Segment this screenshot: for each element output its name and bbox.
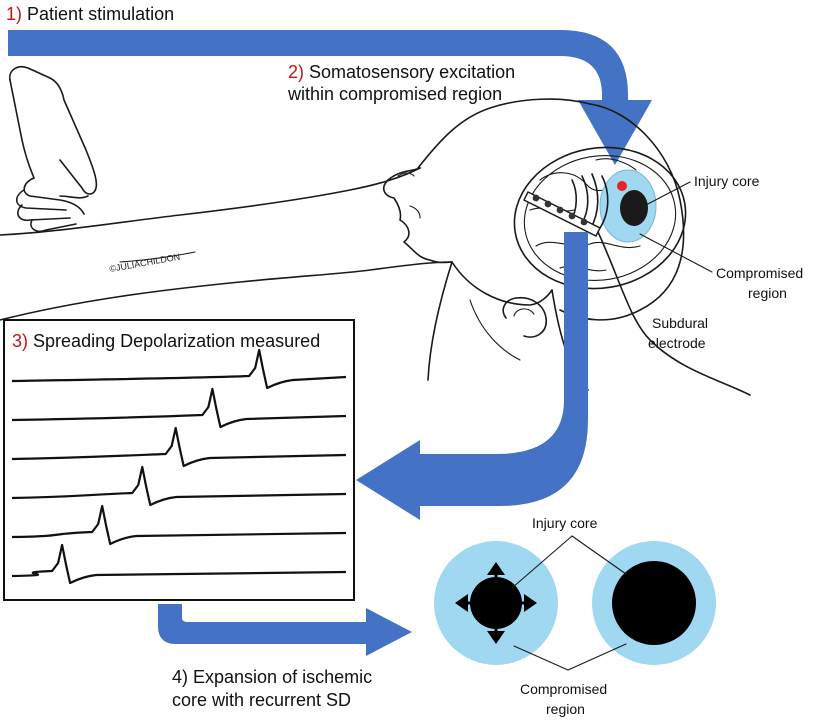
- sd-trace-channel-5: [11, 504, 347, 546]
- step-4-label: 4) Expansion of ischemic: [172, 667, 372, 687]
- sd-recording-traces: [11, 348, 347, 585]
- step-2-label-line2: within compromised region: [287, 84, 502, 104]
- expansion-arrows: [455, 562, 537, 644]
- electrode-strip: [523, 191, 601, 237]
- injury-core-label: Injury core: [694, 173, 760, 189]
- lesion-expanded: [592, 541, 716, 665]
- sd-trace-channel-1: [11, 348, 347, 390]
- compromised-region-label: Compromised: [716, 265, 803, 281]
- sd-trace-channel-2: [11, 387, 347, 429]
- arrow-stimulation-to-head: [8, 30, 652, 165]
- step-3-label: 3) Spreading Depolarization measured: [12, 331, 320, 351]
- recording-panel: [3, 319, 355, 601]
- step-4-label-line2: core with recurrent SD: [172, 690, 351, 710]
- sd-trace-channel-6: [11, 543, 347, 585]
- step-2-label: 2) Somatosensory excitation: [288, 62, 515, 82]
- lesion-expanding: [434, 541, 558, 665]
- stimulus-dot: [617, 181, 627, 191]
- arrow-head-to-recordings: [356, 232, 588, 520]
- lesion-compromised-label-line2: region: [546, 701, 585, 717]
- sd-trace-channel-4: [11, 465, 347, 507]
- subdural-electrode-label: Subdural: [652, 315, 708, 331]
- lesion-injury-core-label: Injury core: [532, 515, 598, 531]
- injury-core-expanded: [612, 561, 696, 645]
- arrow-recordings-to-lesions: [158, 604, 412, 656]
- subdural-electrode-label-line2: electrode: [648, 335, 706, 351]
- lesion-compromised-label: Compromised: [520, 681, 607, 697]
- brain-cutaway: [513, 146, 751, 396]
- artist-signature: ©JULIACHILDON: [109, 252, 181, 274]
- sd-trace-channel-3: [11, 426, 347, 468]
- patient-illustration: [0, 65, 685, 391]
- compromised-region-label-line2: region: [748, 285, 787, 301]
- injury-core-head: [620, 190, 648, 226]
- step-1-label: 1) Patient stimulation: [6, 4, 174, 24]
